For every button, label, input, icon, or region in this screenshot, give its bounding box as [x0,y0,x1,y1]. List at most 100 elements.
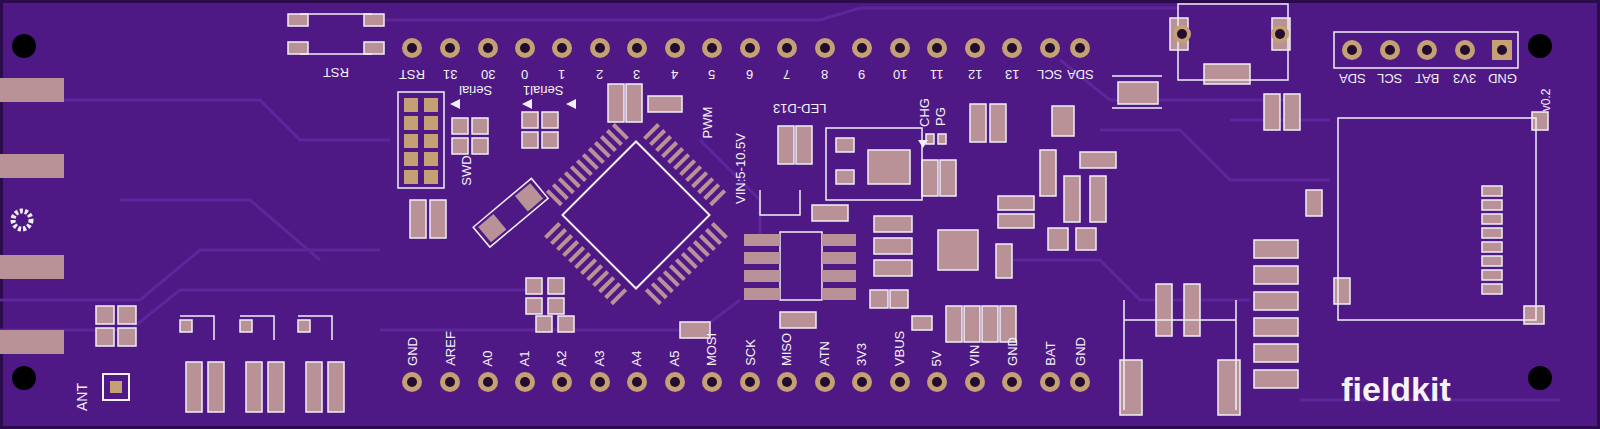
pad [996,244,1012,278]
pad [812,205,848,221]
pin-label: SCK [743,339,756,366]
pad [536,316,552,332]
pin [822,270,856,282]
pad [478,38,498,58]
hole [707,377,717,387]
hole [782,43,792,53]
edge-pad [0,154,64,178]
pad [927,372,947,392]
pin-label: 2 [596,68,603,81]
pin-label: 9 [858,68,865,81]
mounting-hole [12,34,36,58]
hole [1460,45,1470,55]
pin-label: 10 [893,68,907,81]
hole [407,377,417,387]
board [3,3,1597,426]
pin-label: 5V [931,350,944,366]
hole [1075,43,1085,53]
pad [118,328,136,346]
swd-pads [404,98,438,184]
hole [1422,45,1432,55]
pad [590,38,610,58]
gear-hub [19,217,25,223]
pad [1380,40,1400,60]
pin-label: RST [399,68,425,81]
silk-label: SWD [460,155,473,185]
silk-label: VIN:5-10.5V [733,133,746,204]
hole [707,43,717,53]
pad [1482,200,1502,210]
pad [1048,228,1068,250]
silk-label: LED-D13 [773,102,826,115]
pad [1254,318,1298,336]
pad [288,42,308,54]
pad [1080,152,1116,168]
logo-text: fieldkit [1341,372,1451,406]
hole [520,43,530,53]
pad [1002,38,1022,58]
silk-label: Serial [459,84,492,97]
edge-pad [0,330,64,354]
pad [1040,38,1060,58]
pad [440,372,460,392]
pin-label: 6 [746,68,753,81]
pad [1284,94,1300,130]
pad [922,160,938,196]
oshw-logo [13,211,31,229]
mounting-hole [1528,34,1552,58]
trace [380,8,1180,20]
gear [13,211,31,229]
pad [404,98,418,112]
pad [890,372,910,392]
hole [745,377,755,387]
pin-label: BAT [1043,342,1056,366]
battery-connector-outline [1124,300,1236,410]
regulator-outline [780,232,822,300]
pad [874,238,912,254]
mcu-outline [562,141,709,288]
hole [670,377,680,387]
pad [208,362,224,412]
pin-label: 8 [821,68,828,81]
hole [857,377,867,387]
led-outline [760,190,800,215]
pad [1455,40,1475,60]
pin-label: 7 [783,68,790,81]
pad [1417,40,1437,60]
pad [665,38,685,58]
header-pin-label: SDA [1339,72,1366,85]
pad [1482,270,1502,280]
pin-label: A5 [669,350,682,366]
pad [478,214,506,242]
pad [1254,292,1298,310]
pad [1254,240,1298,258]
pin-label: MISO [780,333,793,366]
pad [404,152,418,166]
pad [927,38,947,58]
pad [1184,284,1200,336]
pad [870,290,888,308]
hole [820,43,830,53]
pad [836,138,854,152]
pad [608,84,624,122]
pad [998,196,1034,210]
pad [246,362,262,412]
pad [402,38,422,58]
pad [1070,38,1090,58]
silk-label: RST [323,66,349,79]
pad [815,38,835,58]
module-outline [1338,118,1536,320]
hole [745,43,755,53]
pad [552,372,572,392]
pad [364,14,384,26]
pad [1118,82,1158,104]
pin-markers [450,99,928,148]
pad [648,96,682,112]
hole [632,43,642,53]
pad [515,38,535,58]
pad [1254,266,1298,284]
pin-label: GND [405,337,418,366]
pad [965,38,985,58]
pin-label: MOSI [705,333,718,366]
